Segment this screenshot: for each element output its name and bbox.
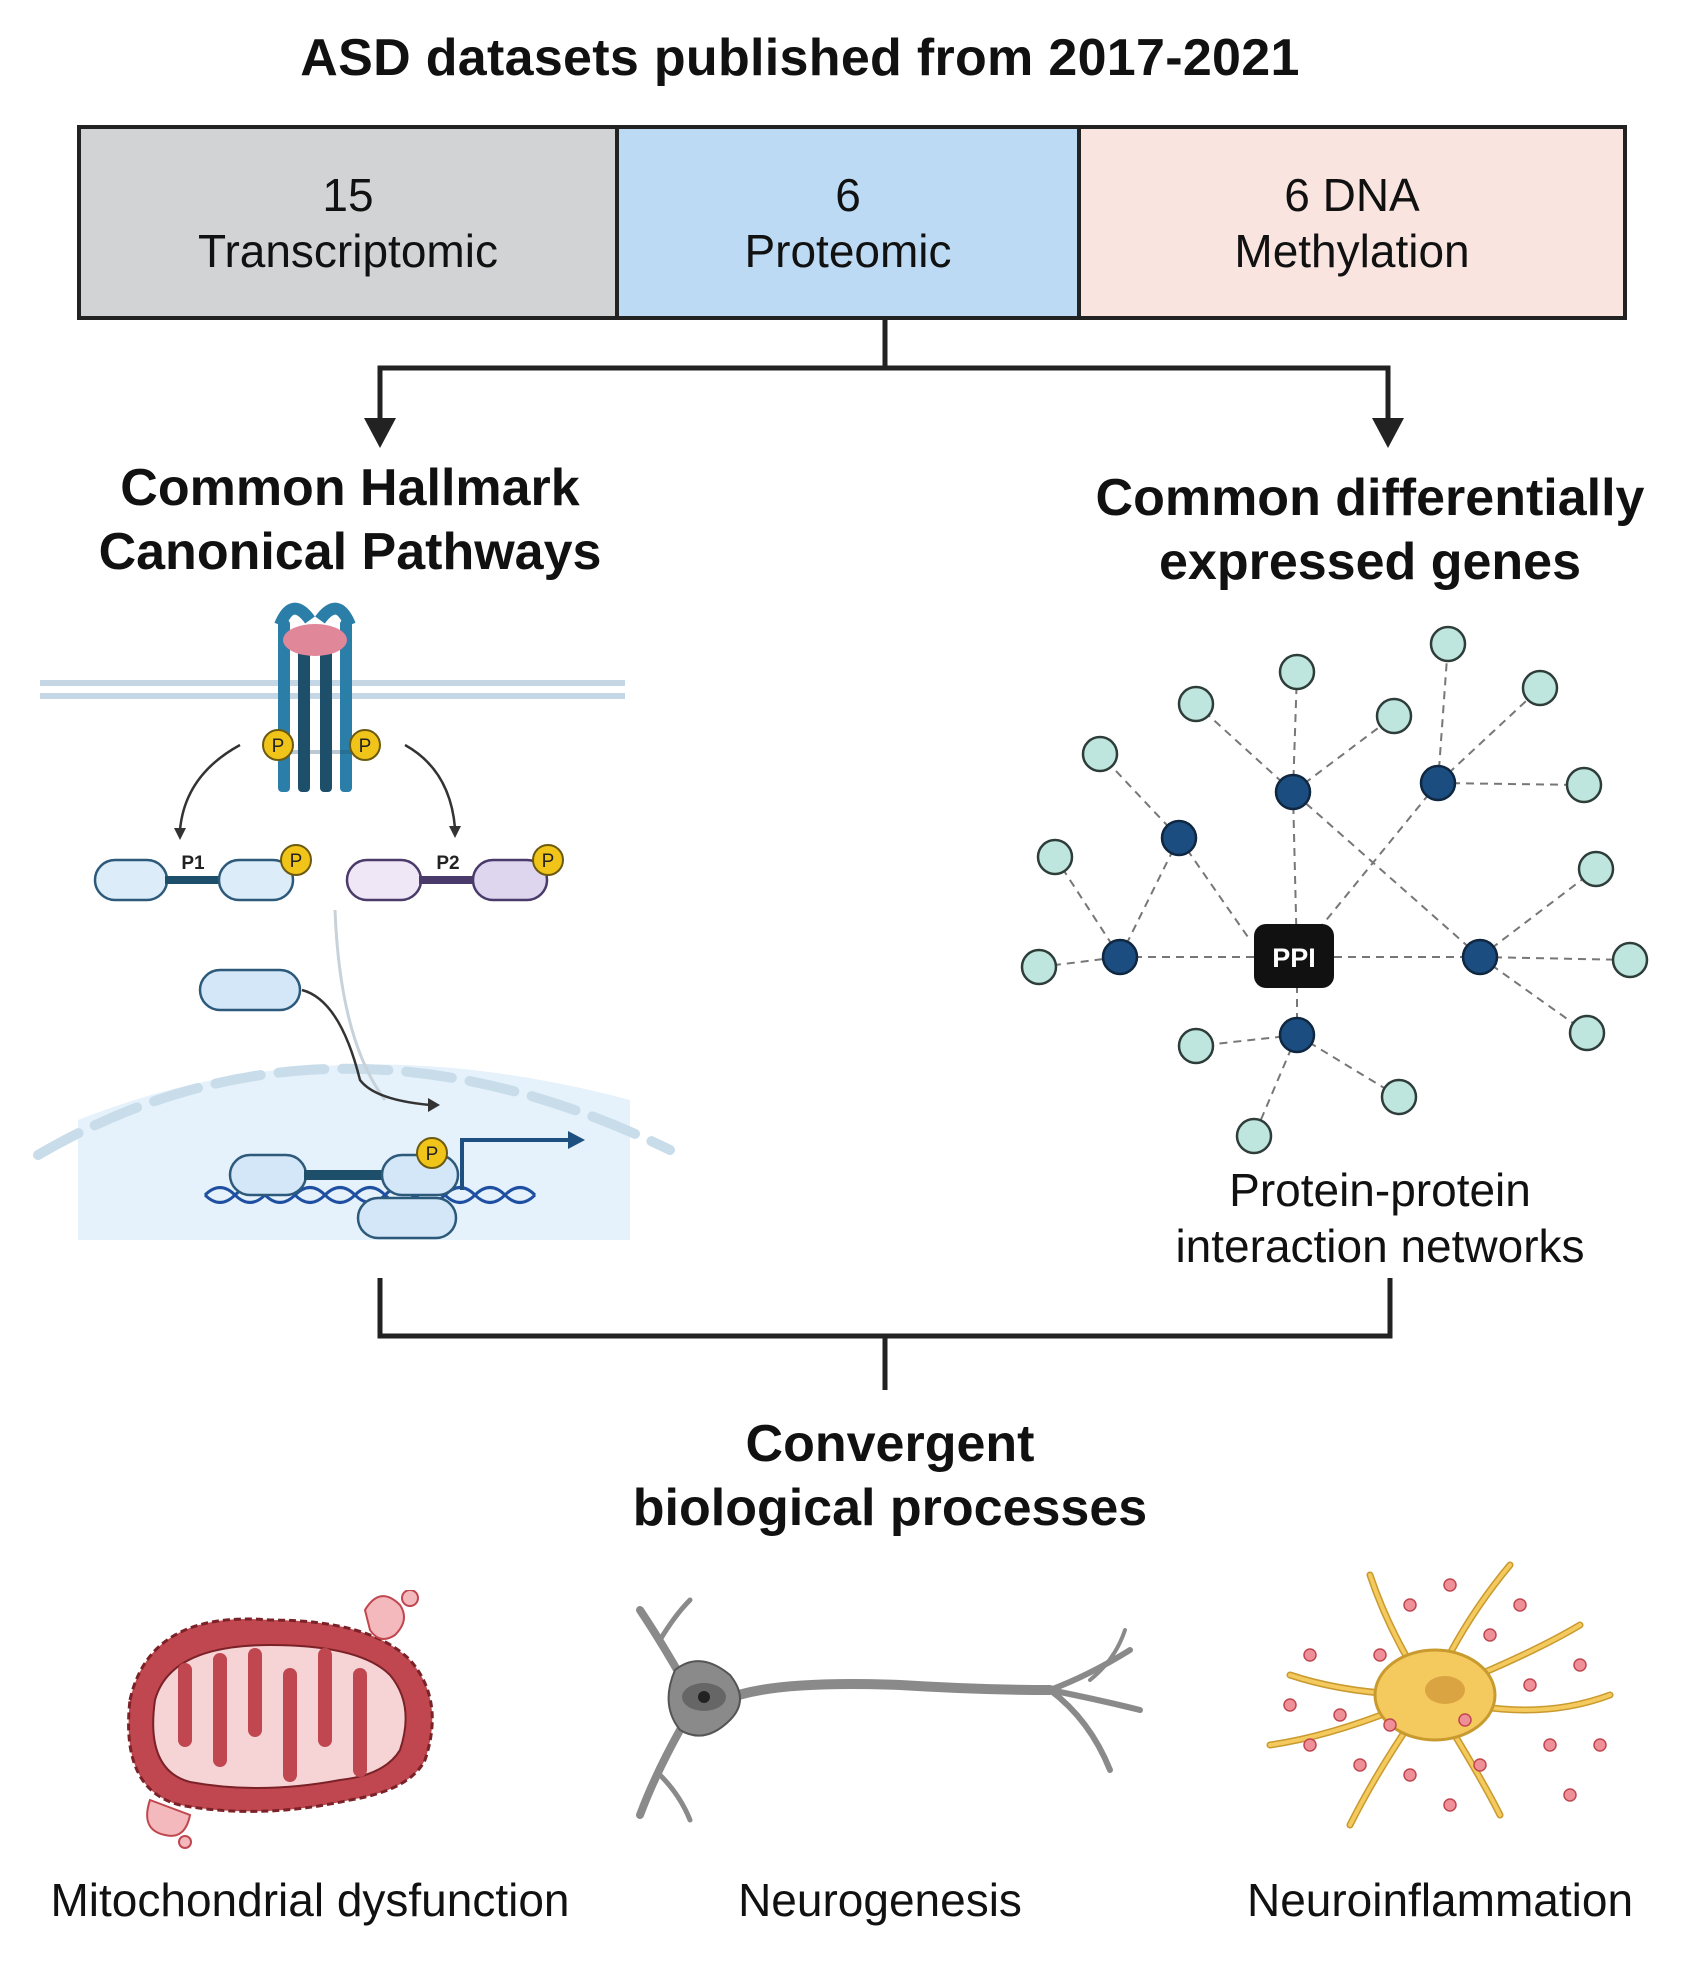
dataset-box-transcriptomic: 15 Transcriptomic	[77, 125, 619, 320]
curved-arrow-right	[404, 743, 457, 829]
phospho-icon: P	[416, 1137, 448, 1169]
svg-text:P: P	[290, 851, 303, 872]
phospho-icon: P	[349, 729, 381, 761]
ppi-network-illustration: PPI	[1020, 625, 1649, 1155]
network-edges	[1038, 643, 1631, 1137]
glial-cell-icon	[1266, 1561, 1614, 1829]
dataset-label: Transcriptomic	[198, 225, 498, 277]
dataset-label: Proteomic	[744, 225, 952, 277]
svg-text:P: P	[272, 736, 285, 757]
pathways-heading-line1: Common Hallmark	[120, 459, 580, 517]
arrow-right-line	[885, 365, 1391, 420]
transcription-factor	[198, 968, 302, 1012]
dataset-count: 15	[322, 169, 374, 221]
nuclear-envelope	[33, 1063, 675, 1160]
deg-heading-line1: Common differentially	[1095, 469, 1645, 527]
dataset-count: 6	[835, 169, 861, 221]
deg-heading-line2: expressed genes	[1158, 533, 1582, 591]
convergent-heading-line1: Convergent	[745, 1415, 1035, 1473]
cell-membrane	[40, 680, 625, 686]
protein-p1: P1 P	[93, 844, 312, 902]
arrow-left-line	[377, 320, 888, 420]
dataset-label: Methylation	[1234, 225, 1470, 277]
svg-text:P: P	[359, 736, 372, 757]
ppi-caption-line2: interaction networks	[1175, 1220, 1585, 1272]
convergent-heading-line2: biological processes	[632, 1479, 1148, 1537]
signaling-pathway-illustration: P P P1 P P2 P	[33, 602, 675, 1240]
mitochondrion-icon	[127, 1590, 434, 1849]
figure-title: ASD datasets published from 2017-2021	[300, 29, 1300, 87]
inflammatory-cytokines	[1283, 1578, 1607, 1812]
neuron-icon	[636, 1597, 1143, 1823]
leaf-nodes	[1020, 625, 1649, 1155]
ppi-hub-icon: PPI	[1254, 924, 1334, 988]
pathways-heading-line2: Canonical Pathways	[98, 523, 602, 581]
svg-text:P: P	[542, 851, 555, 872]
ppi-caption: Protein-protein interaction networks	[1080, 1162, 1680, 1274]
transcription-arrow	[460, 1138, 570, 1190]
process-label-neurogenesis: Neurogenesis	[738, 1874, 1022, 1926]
dataset-box-proteomic: 6 Proteomic	[615, 125, 1081, 320]
svg-text:P1: P1	[181, 853, 205, 874]
arrow-left-head	[364, 418, 396, 448]
hub-nodes	[1101, 764, 1499, 1054]
protein-p2: P2 P	[345, 844, 564, 902]
curved-arrow-left	[178, 743, 241, 831]
process-label-mitochondrial: Mitochondrial dysfunction	[50, 1874, 570, 1926]
receptor-icon	[265, 602, 365, 792]
phospho-icon: P	[262, 729, 294, 761]
pathways-heading: Common Hallmark Canonical Pathways	[40, 456, 660, 584]
convergent-heading: Convergent biological processes	[550, 1412, 1230, 1540]
bracket-bottom	[377, 1278, 1393, 1339]
svg-text:P2: P2	[436, 853, 459, 874]
nucleus-region	[78, 1064, 630, 1240]
deg-heading: Common differentially expressed genes	[1060, 466, 1680, 594]
svg-text:PPI: PPI	[1272, 943, 1316, 973]
process-label-neuroinflammation: Neuroinflammation	[1246, 1874, 1634, 1926]
ppi-caption-line1: Protein-protein	[1229, 1164, 1531, 1216]
arrow-right-head	[1372, 418, 1404, 448]
translocation-arrow	[301, 988, 431, 1107]
dataset-count: 6 DNA	[1284, 169, 1420, 221]
svg-text:P: P	[426, 1144, 439, 1165]
dataset-box-methylation: 6 DNA Methylation	[1077, 125, 1627, 320]
